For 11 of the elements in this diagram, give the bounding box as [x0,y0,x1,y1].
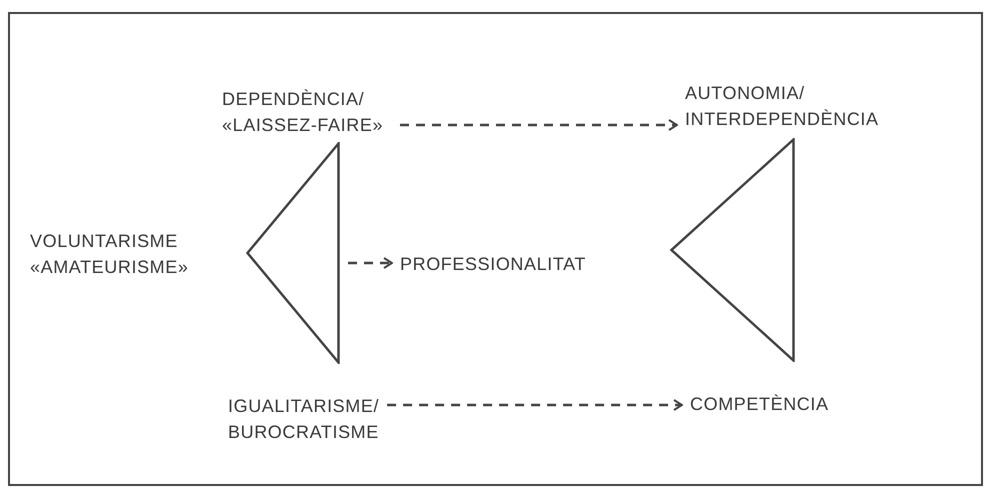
term-label: IGUALITARISME/ BUROCRATISME [228,395,380,444]
term-label: DEPENDÈNCIA/ «LAISSEZ-FAIRE» [222,88,384,137]
triangle-shape [246,142,340,364]
term-label: AUTONOMIA/ INTERDEPENDÈNCIA [685,82,879,131]
term-label: VOLUNTARISME «AMATEURISME» [30,230,188,279]
dashed-arrow [348,257,393,269]
dashed-arrow [400,119,678,131]
dashed-arrow [387,399,683,411]
term-label: COMPETÈNCIA [690,393,829,416]
triangle-shape [670,138,795,362]
term-label: PROFESSIONALITAT [400,253,586,276]
